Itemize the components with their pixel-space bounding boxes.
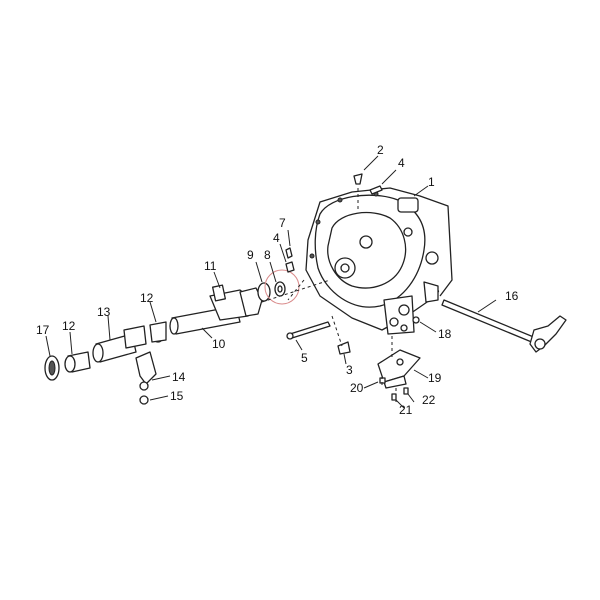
callout-13: 13 bbox=[97, 305, 111, 319]
callout-14: 14 bbox=[172, 370, 186, 384]
release-shaft-17 bbox=[441, 299, 567, 353]
callout-1: 1 bbox=[428, 175, 435, 189]
callout-7: 7 bbox=[279, 216, 286, 230]
callout-19: 19 bbox=[428, 371, 442, 385]
callout-12: 12 bbox=[140, 291, 154, 305]
callout-3: 3 bbox=[346, 363, 353, 377]
clutch-housing bbox=[305, 187, 453, 335]
seal-washers bbox=[257, 269, 300, 305]
callout-4: 4 bbox=[398, 156, 405, 170]
callout-8: 8 bbox=[264, 248, 271, 262]
leader-lines bbox=[45, 155, 497, 409]
input-shaft-assembly bbox=[44, 284, 263, 405]
callout-17: 16 bbox=[505, 289, 519, 303]
assembly-centerlines bbox=[261, 188, 397, 402]
callout-18: 18 bbox=[438, 327, 452, 341]
bracket-assembly bbox=[377, 316, 421, 401]
callout-12b: 12 bbox=[62, 319, 76, 333]
callout-22: 22 bbox=[422, 393, 436, 407]
fasteners bbox=[285, 173, 383, 355]
callout-10: 10 bbox=[212, 337, 226, 351]
callout-20: 20 bbox=[350, 381, 364, 395]
callout-21: 21 bbox=[399, 403, 413, 417]
callout-labels: 2 4 1 7 4 8 9 11 12 13 12 17 10 14 15 5 … bbox=[36, 143, 519, 417]
callout-4b: 4 bbox=[273, 231, 280, 245]
callout-16: 17 bbox=[36, 323, 50, 337]
callout-9: 9 bbox=[247, 248, 254, 262]
callout-5: 5 bbox=[301, 351, 308, 365]
callout-15: 15 bbox=[170, 389, 184, 403]
callout-2: 2 bbox=[377, 143, 384, 157]
callout-11: 11 bbox=[204, 259, 217, 273]
